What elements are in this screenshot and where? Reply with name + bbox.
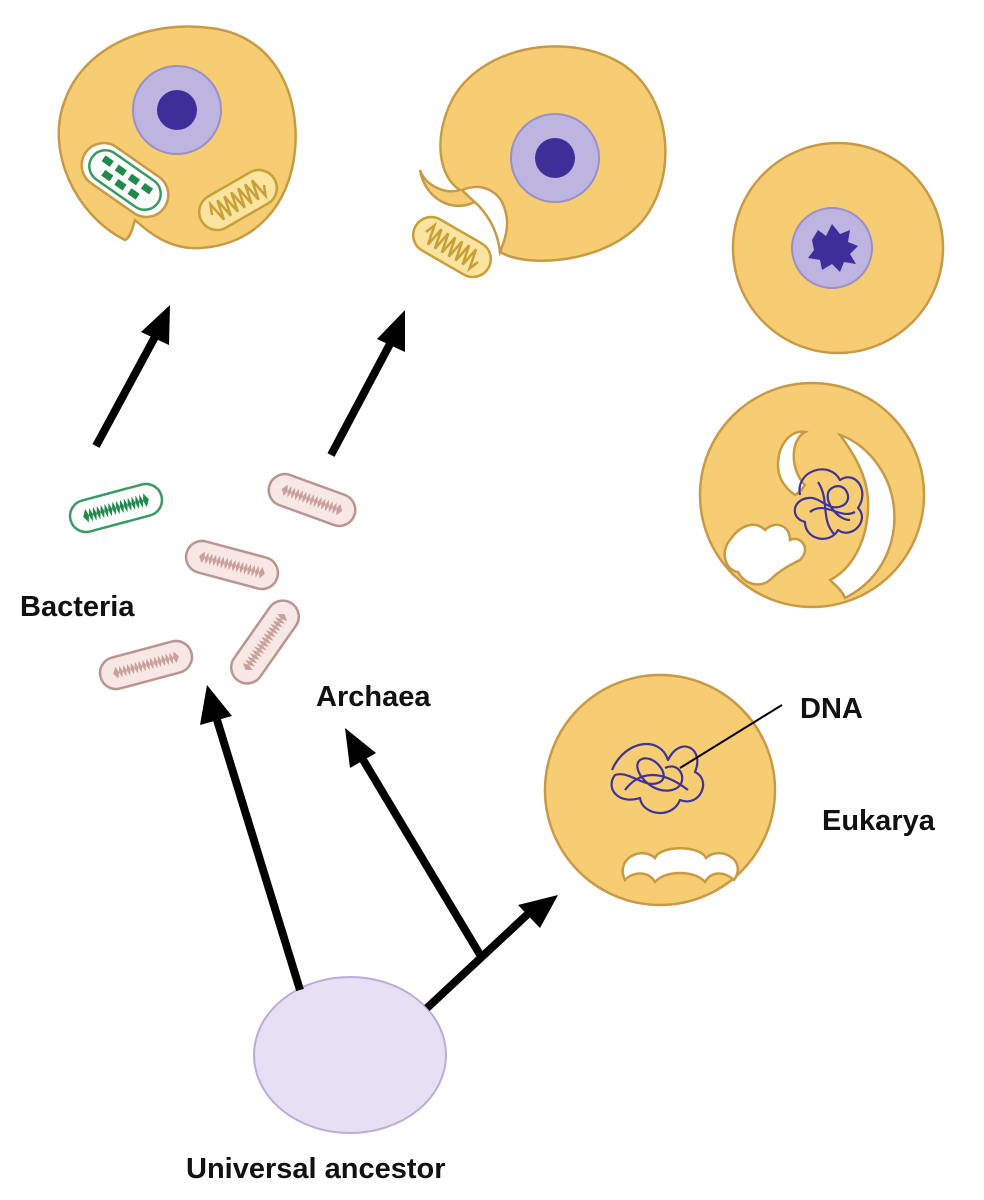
arrow-bacterium-to-chloroplast-cell — [92, 305, 170, 448]
universal-ancestor-cell — [253, 976, 447, 1134]
bacterium — [68, 482, 164, 534]
nucleated-cell — [731, 141, 945, 355]
arrow-ancestor-to-bacteria — [200, 685, 304, 992]
mitochondrion — [411, 215, 493, 279]
arrow-branch-to-eukarya — [424, 895, 558, 1011]
nucleus — [535, 138, 575, 178]
label-eukarya: Eukarya — [822, 805, 936, 837]
chloroplast — [80, 141, 170, 219]
label-universal-ancestor: Universal ancestor — [186, 1153, 446, 1185]
nucleus-forming-cell — [698, 381, 926, 609]
plant-like-eukaryote-cell — [57, 25, 297, 250]
label-archaea: Archaea — [316, 681, 431, 713]
archaeon-3 — [98, 639, 194, 691]
label-dna: DNA — [800, 693, 863, 725]
dna-strand — [793, 468, 864, 540]
dna-strand — [610, 742, 705, 815]
arrow-archaeon-to-mitochondrion-cell — [327, 310, 405, 457]
archaeon-4 — [229, 599, 301, 685]
archaeon-2 — [184, 539, 280, 591]
archaeon-1 — [267, 472, 357, 528]
condensed-chromatin — [808, 224, 858, 272]
nucleus — [157, 90, 197, 130]
label-bacteria: Bacteria — [20, 591, 135, 623]
mitochondrion — [197, 168, 279, 232]
engulfing-eukaryote-cell — [411, 45, 667, 279]
dna-pointer-line — [679, 704, 783, 769]
eukarya-cell — [543, 673, 783, 907]
arrow-branch-to-archaea — [345, 728, 486, 961]
